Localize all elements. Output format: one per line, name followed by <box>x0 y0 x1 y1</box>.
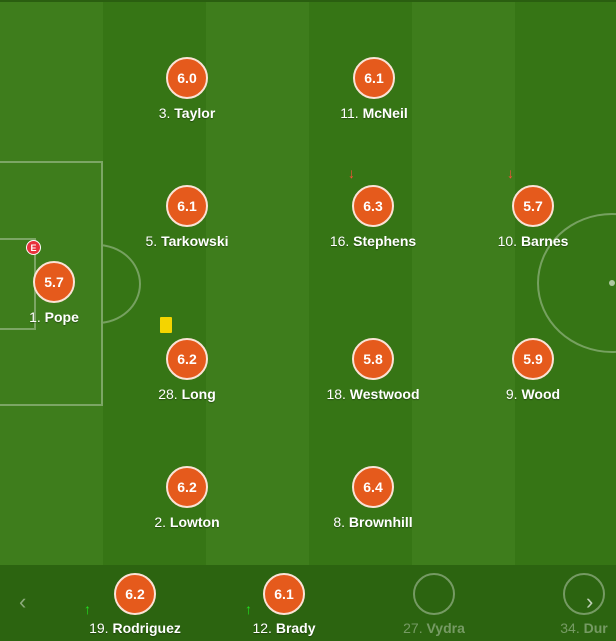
player-name: 3. Taylor <box>158 105 216 121</box>
player-rating: 6.1 <box>166 185 208 227</box>
player-rating: 6.2 <box>166 338 208 380</box>
chevron-right-icon[interactable]: › <box>586 589 594 614</box>
player-long[interactable]: 6.2 28. Long <box>112 338 262 403</box>
player-lowton[interactable]: 6.2 2. Lowton <box>112 466 262 531</box>
player-name: 19. Rodriguez <box>89 620 181 636</box>
player-rating: 6.0 <box>166 57 208 99</box>
bench-player-vydra[interactable]: 27. Vydra <box>359 573 509 637</box>
player-pope[interactable]: 5.7 1. Pope <box>0 261 129 326</box>
player-name: 12. Brady <box>252 620 316 636</box>
player-name: 9. Wood <box>505 386 561 402</box>
bench-player-dur[interactable]: 34. Dur <box>509 573 616 637</box>
sub-on-arrow-icon: ↑ <box>84 601 91 617</box>
player-rating: 6.3 <box>352 185 394 227</box>
player-stephens[interactable]: 6.3 16. Stephens <box>298 185 448 250</box>
player-name: 34. Dur <box>560 620 608 636</box>
center-spot <box>609 280 615 286</box>
player-rating-placeholder <box>413 573 455 615</box>
player-rating: 6.2 <box>166 466 208 508</box>
player-rating: 5.8 <box>352 338 394 380</box>
sub-on-arrow-icon: ↑ <box>245 601 252 617</box>
player-name: 8. Brownhill <box>333 514 413 530</box>
player-barnes[interactable]: 5.7 10. Barnes <box>458 185 608 250</box>
player-name: 11. McNeil <box>340 105 408 121</box>
player-rating: 6.1 <box>353 57 395 99</box>
player-rating: 5.9 <box>512 338 554 380</box>
bench-player-brady[interactable]: 6.1 12. Brady <box>209 573 359 637</box>
player-name: 16. Stephens <box>329 233 417 249</box>
player-name: 27. Vydra <box>403 620 465 636</box>
bench-player-rodriguez[interactable]: 6.2 19. Rodriguez <box>60 573 210 637</box>
penalty-area <box>0 161 103 406</box>
player-name: 2. Lowton <box>154 514 220 530</box>
player-mcneil[interactable]: 6.1 11. McNeil <box>299 57 449 122</box>
player-brownhill[interactable]: 6.4 8. Brownhill <box>298 466 448 531</box>
player-tarkowski[interactable]: 6.1 5. Tarkowski <box>112 185 262 250</box>
sub-off-arrow-icon: ↓ <box>507 165 514 181</box>
sub-off-arrow-icon: ↓ <box>348 165 355 181</box>
yellow-card-icon <box>160 317 172 333</box>
substitutes-bar: ‹ ↑ 6.2 19. Rodriguez ↑ 6.1 12. Brady 27… <box>0 565 616 641</box>
player-name: 5. Tarkowski <box>145 233 229 249</box>
player-taylor[interactable]: 6.0 3. Taylor <box>112 57 262 122</box>
player-rating: 6.2 <box>114 573 156 615</box>
player-rating: 5.7 <box>33 261 75 303</box>
player-rating: 6.4 <box>352 466 394 508</box>
player-wood[interactable]: 5.9 9. Wood <box>458 338 608 403</box>
player-name: 18. Westwood <box>326 386 420 402</box>
pitch: 6.0 3. Taylor 6.1 11. McNeil 6.1 5. Tark… <box>0 0 616 565</box>
player-rating: 5.7 <box>512 185 554 227</box>
player-name: 10. Barnes <box>497 233 569 249</box>
player-name: 28. Long <box>158 386 216 402</box>
player-name: 1. Pope <box>29 309 79 325</box>
event-badge-icon: E <box>26 240 41 255</box>
player-rating: 6.1 <box>263 573 305 615</box>
player-westwood[interactable]: 5.8 18. Westwood <box>298 338 448 403</box>
chevron-left-icon[interactable]: ‹ <box>19 589 27 614</box>
player-rating-placeholder <box>563 573 605 615</box>
